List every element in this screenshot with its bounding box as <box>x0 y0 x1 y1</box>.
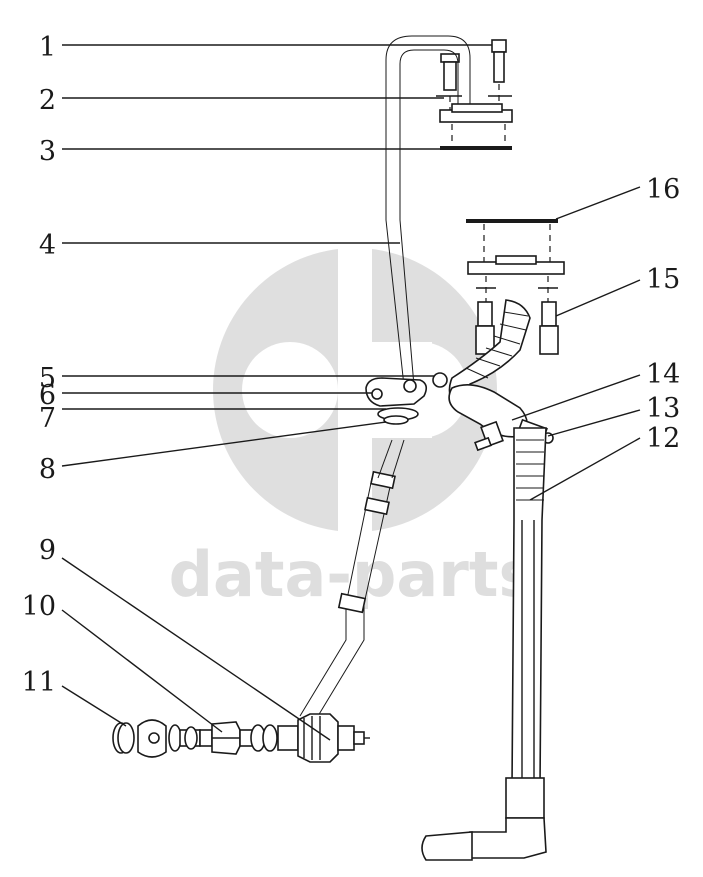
callout-4: 4 <box>39 230 56 261</box>
callout-5: 5 <box>39 363 56 394</box>
upper-flange-assembly <box>466 219 565 355</box>
top-flange-assembly <box>436 39 513 150</box>
callout-10: 10 <box>22 591 56 622</box>
return-pipe <box>299 439 405 717</box>
callout-12: 12 <box>646 423 680 454</box>
callout-7: 7 <box>39 403 56 434</box>
callout-2: 2 <box>39 85 56 116</box>
watermark-logo <box>213 245 497 535</box>
callout-16: 16 <box>646 174 680 205</box>
drain-tube <box>421 427 547 861</box>
banjo-fitting <box>365 372 448 425</box>
corrugated-hose <box>448 299 554 452</box>
callout-6: 6 <box>39 380 56 411</box>
callout-8: 8 <box>39 454 56 485</box>
callout-13: 13 <box>646 393 680 424</box>
bottom-fitting-chain <box>112 713 370 763</box>
leader-lines <box>61 44 641 741</box>
callout-11: 11 <box>22 667 56 698</box>
callout-15: 15 <box>646 264 680 295</box>
callout-3: 3 <box>39 136 56 167</box>
callout-14: 14 <box>646 359 680 390</box>
callout-1: 1 <box>39 32 56 63</box>
callout-9: 9 <box>39 535 56 566</box>
